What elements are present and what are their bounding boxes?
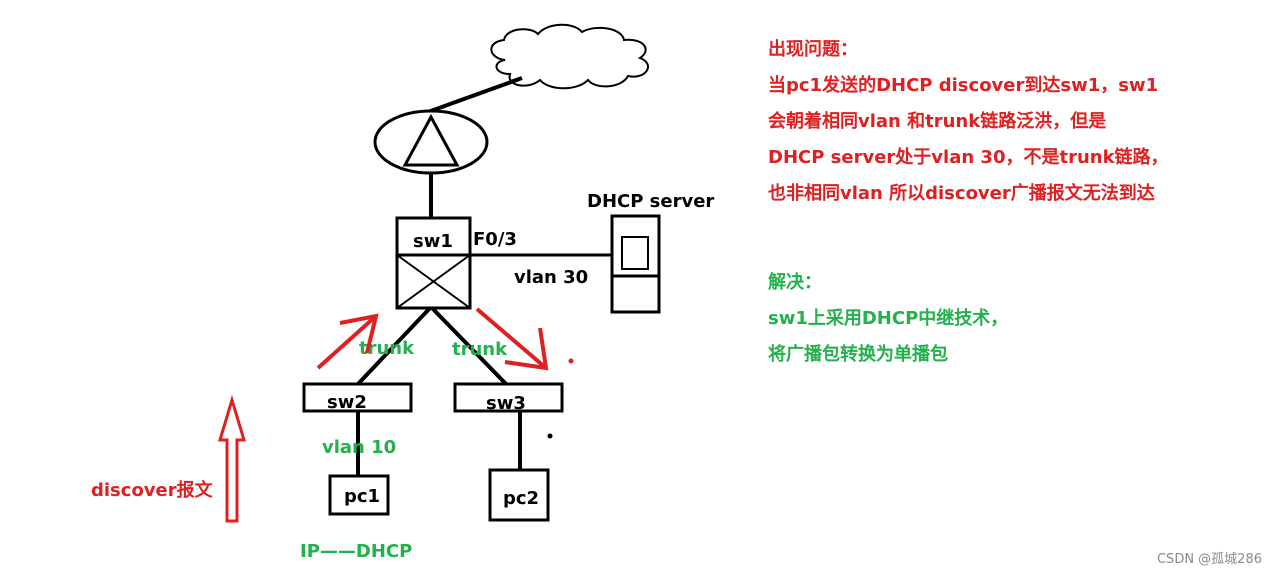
sw3-box [453,382,564,413]
problem-line: DHCP server处于vlan 30，不是trunk链路， [768,147,1169,168]
sw1-sw2-trunk [356,306,432,386]
discover-up-arrow [217,394,247,523]
problem-line: 会朝着相同vlan 和trunk链路泛洪，但是 [768,111,1107,132]
discover-label: discover报文 [91,479,214,501]
pc2-label: pc2 [503,488,539,509]
sw1-sw3-trunk [430,306,508,386]
sw3-label: sw3 [486,393,526,414]
solution-notes: 解决： sw1上采用DHCP中继技术， 将广播包转换为单播包 [768,265,1008,373]
pc1-box [328,474,390,516]
flow-arrow-down-right [475,307,549,371]
trunk-right-label: trunk [452,339,508,360]
pc1-label: pc1 [344,486,380,507]
sw1-port-label: F0/3 [473,229,517,250]
red-dot-mark [568,358,574,364]
server-vlan-label: vlan 30 [514,267,588,288]
problem-line: 也非相同vlan 所以discover广播报文无法到达 [768,183,1155,204]
server-icon [610,214,661,314]
black-dot-mark [547,433,553,439]
solution-title: 解决： [768,272,822,293]
cloud-router-link [427,76,523,114]
csdn-watermark: CSDN @孤城286 [1156,552,1262,567]
sw2-label: sw2 [327,392,367,413]
pc1-ip-label: IP——DHCP [300,541,412,562]
trunk-left-label: trunk [359,338,415,359]
sw1-label: sw1 [413,231,453,252]
router-icon [373,109,489,175]
problem-title: 出现问题： [768,39,858,60]
sw2-box [302,382,413,413]
flow-arrow-up-left [316,313,379,370]
problem-notes: 出现问题： 当pc1发送的DHCP discover到达sw1，sw1 会朝着相… [768,32,1169,212]
pc2-box [488,468,550,522]
solution-line: sw1上采用DHCP中继技术， [768,308,1009,329]
problem-line: 当pc1发送的DHCP discover到达sw1，sw1 [768,75,1159,96]
dhcp-server-label: DHCP server [587,191,714,212]
pc1-vlan-label: vlan 10 [322,437,396,458]
solution-line: 将广播包转换为单播包 [768,344,948,365]
internet-cloud-icon [490,23,649,90]
